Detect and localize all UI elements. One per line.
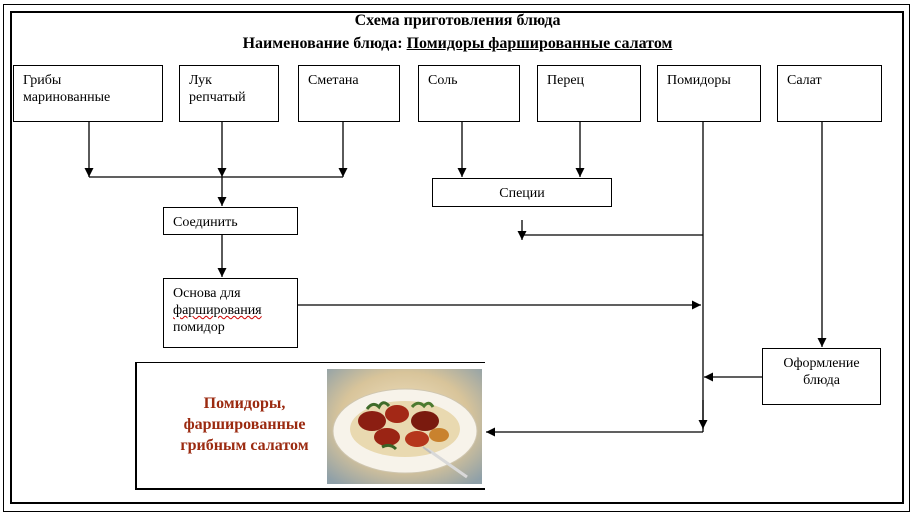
dish-photo: [327, 369, 482, 484]
ingredient-tomatoes: Помидоры: [657, 65, 761, 122]
ingredient-salad: Салат: [777, 65, 882, 122]
dish-label: Наименование блюда:: [242, 35, 403, 52]
ingredient-label: репчатый: [189, 90, 246, 105]
ingredient-label: Салат: [787, 73, 822, 88]
ingredient-mushrooms: Грибы маринованные: [13, 65, 163, 122]
step-label: Оформление: [783, 356, 860, 371]
ingredient-label: Лук: [189, 73, 212, 88]
ingredient-label: Перец: [547, 73, 585, 88]
ingredient-salt: Соль: [418, 65, 520, 122]
ingredient-onion: Лук репчатый: [179, 65, 279, 122]
ingredient-label: Соль: [428, 73, 458, 88]
step-label: помидор: [173, 320, 225, 335]
ingredient-label: Сметана: [308, 73, 359, 88]
step-stuffing-base: Основа для фарширования помидор: [163, 278, 298, 348]
step-label: блюда: [803, 373, 840, 388]
final-dish-caption: Помидоры, фаршированные грибным салатом: [157, 393, 332, 456]
caption-line: фаршированные: [183, 416, 306, 433]
final-dish-panel: Помидоры, фаршированные грибным салатом: [135, 362, 485, 490]
step-label: Специи: [499, 186, 545, 201]
caption-line: грибным салатом: [180, 437, 309, 454]
step-dish-decoration: Оформление блюда: [762, 348, 881, 405]
ingredient-label: Грибы: [23, 73, 62, 88]
step-label: фарширования: [173, 303, 262, 318]
outer-frame: [3, 4, 910, 512]
dish-name: Помидоры фаршированные салатом: [406, 35, 673, 52]
step-label: Основа для: [173, 286, 241, 301]
ingredient-label: маринованные: [23, 90, 111, 105]
step-combine: Соединить: [163, 207, 298, 235]
step-spices: Специи: [432, 178, 612, 207]
ingredient-pepper: Перец: [537, 65, 641, 122]
ingredient-label: Помидоры: [667, 73, 731, 88]
ingredient-sour-cream: Сметана: [298, 65, 400, 122]
step-label: Соединить: [173, 215, 238, 230]
caption-line: Помидоры,: [203, 395, 286, 412]
scheme-title: Схема приготовления блюда: [354, 12, 561, 29]
inner-frame: [10, 11, 904, 504]
dish-title: Наименование блюда: Помидоры фаршированн…: [0, 35, 915, 53]
